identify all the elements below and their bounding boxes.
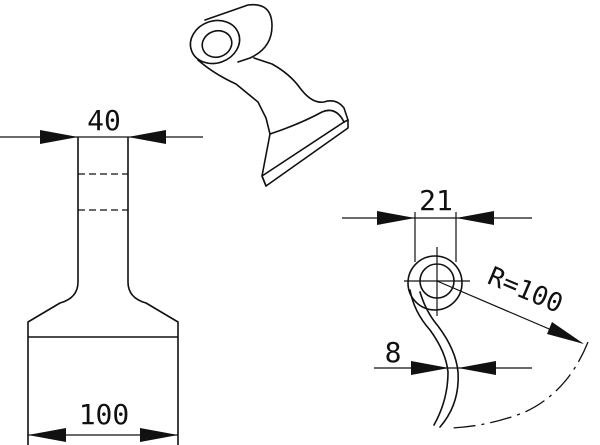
dim-8-label: 8 xyxy=(385,336,402,369)
front-view-outline xyxy=(27,137,179,445)
dim-40-arrow-left xyxy=(40,130,78,144)
iso-tube-body xyxy=(204,3,273,63)
side-eye-outer xyxy=(407,255,463,311)
iso-strap xyxy=(197,59,271,187)
iso-blade-face xyxy=(269,109,345,135)
dim-40-label: 40 xyxy=(87,104,121,137)
dim-100-label: 100 xyxy=(79,398,130,431)
isometric-view xyxy=(189,3,349,187)
front-view: 40 100 xyxy=(0,104,203,445)
radius-arrow xyxy=(547,322,584,344)
dim-8-arrow-left xyxy=(411,361,449,375)
dim-21-arrow-left xyxy=(377,211,415,225)
dim-21-label: 21 xyxy=(419,184,453,217)
dim-100-arrow-left xyxy=(28,428,66,442)
iso-eye-outer xyxy=(189,19,241,65)
iso-blade-edge xyxy=(261,119,349,187)
dim-8-arrow-right xyxy=(458,361,496,375)
dim-100-arrow-right xyxy=(140,428,178,442)
iso-eye-inner xyxy=(201,29,233,59)
radius-label: R=100 xyxy=(483,262,567,320)
side-strap-profile xyxy=(409,289,459,428)
radius-arc xyxy=(451,341,589,429)
side-view: 21 8 R=100 xyxy=(342,184,589,429)
iso-blade-right xyxy=(253,57,349,121)
dim-21-arrow-right xyxy=(456,211,494,225)
dim-40-arrow-right xyxy=(128,130,166,144)
